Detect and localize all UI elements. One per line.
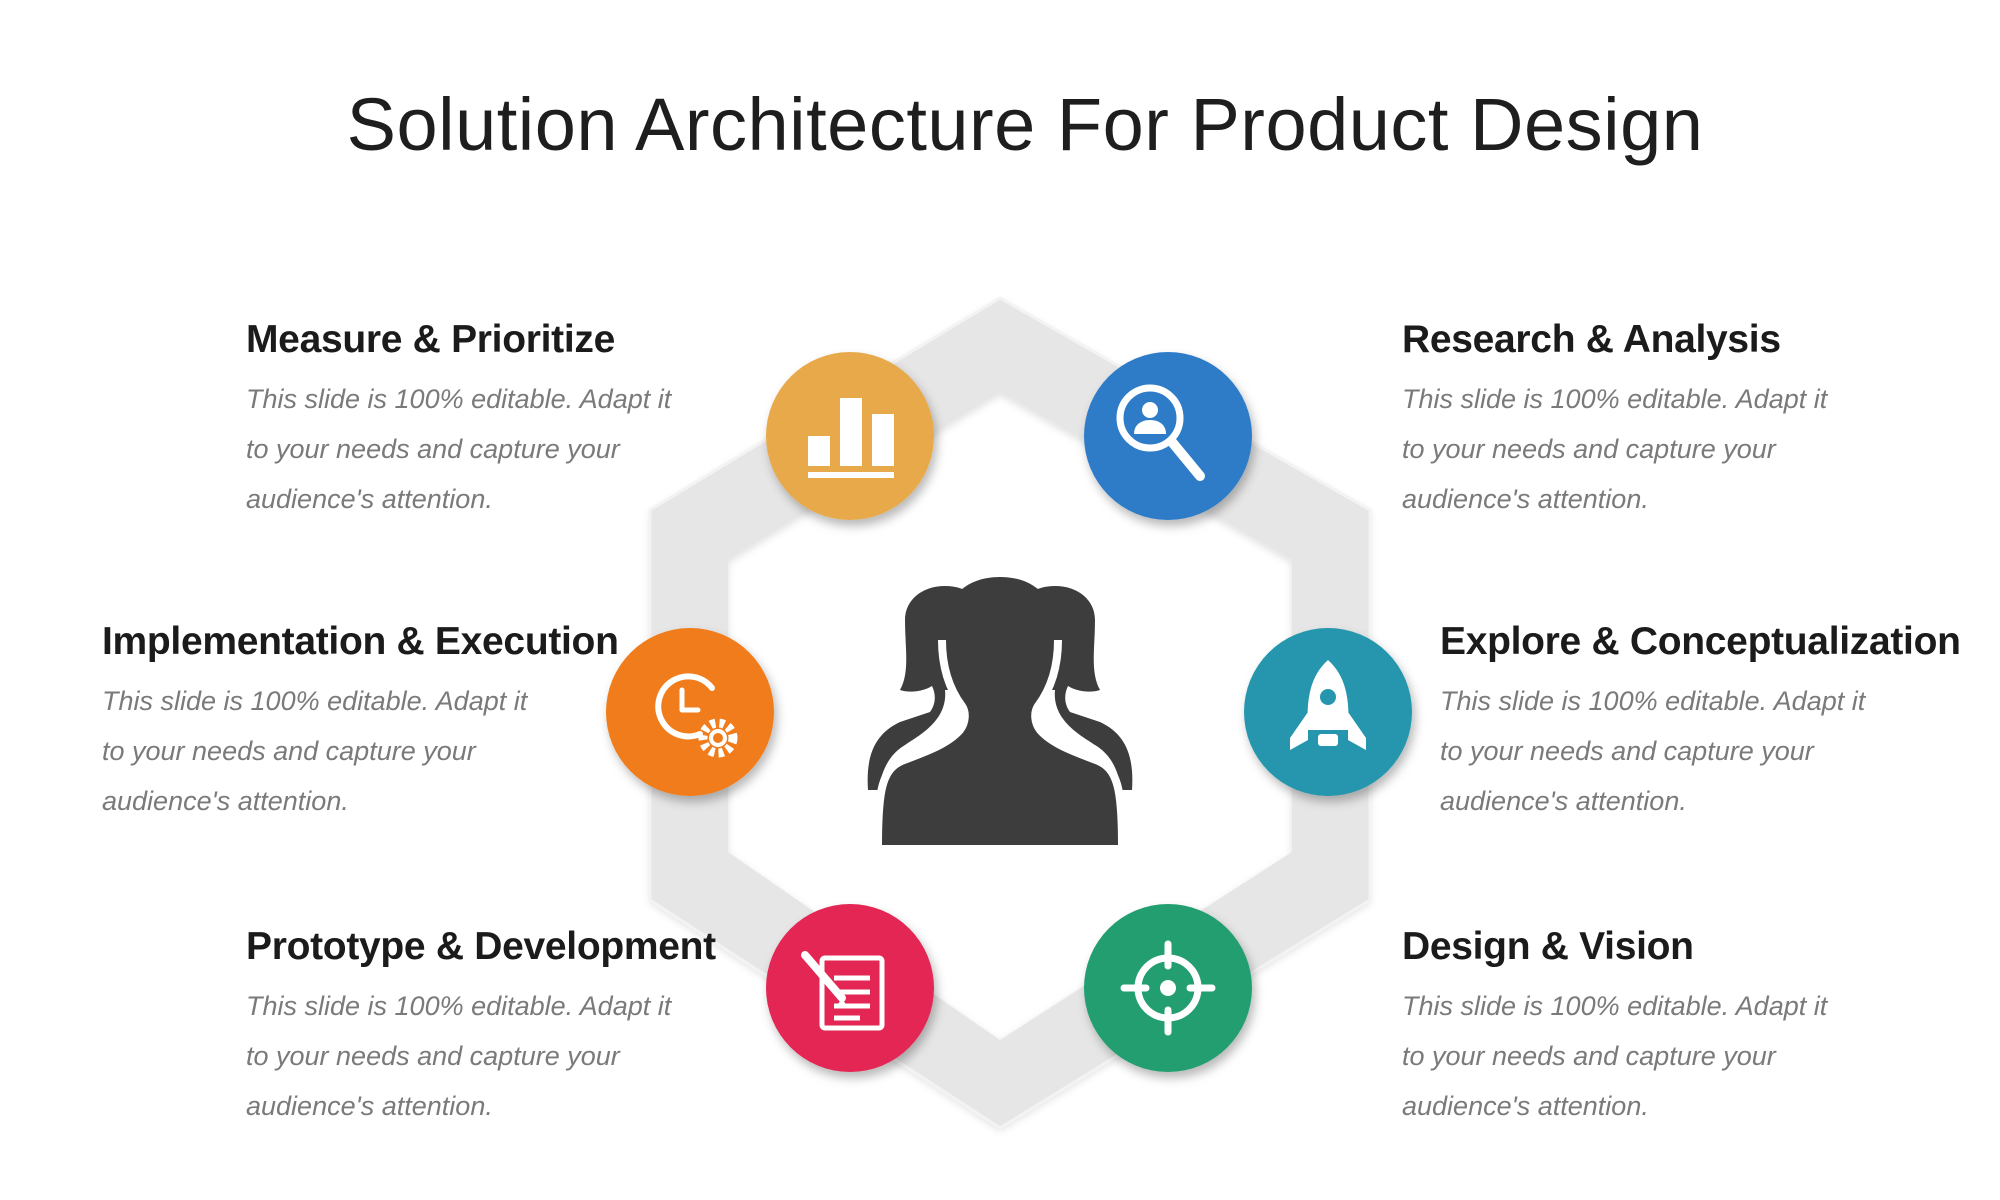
hexagon-ring-highlight xyxy=(648,296,1372,1130)
prototype-development-heading: Prototype & Development xyxy=(246,925,716,968)
design-vision-heading: Design & Vision xyxy=(1402,925,1694,968)
target-icon xyxy=(1120,940,1216,1036)
explore-conceptualization-node xyxy=(1244,628,1412,796)
measure-prioritize-node xyxy=(766,352,934,520)
design-vision-block: Design & Vision This slide is 100% edita… xyxy=(1402,925,1962,1131)
team-people-icon xyxy=(867,577,1133,846)
explore-conceptualization-description: This slide is 100% editable. Adapt it to… xyxy=(1440,686,1866,816)
research-analysis-heading: Research & Analysis xyxy=(1402,318,1781,361)
implementation-execution-description: This slide is 100% editable. Adapt it to… xyxy=(102,686,528,816)
prototype-development-block: Prototype & Development This slide is 10… xyxy=(246,925,806,1131)
design-vision-node xyxy=(1084,904,1252,1072)
notepad-pen-icon xyxy=(801,951,885,1031)
research-analysis-block: Research & Analysis This slide is 100% e… xyxy=(1402,318,1962,524)
measure-prioritize-description: This slide is 100% editable. Adapt it to… xyxy=(246,384,672,514)
explore-conceptualization-block: Explore & Conceptualization This slide i… xyxy=(1440,620,2000,826)
bar-chart-icon xyxy=(808,398,894,478)
clock-gear-icon xyxy=(655,673,738,758)
research-analysis-node xyxy=(1084,352,1252,520)
prototype-development-node xyxy=(766,904,934,1072)
slide-title: Solution Architecture For Product Design xyxy=(346,83,1704,166)
implementation-execution-node xyxy=(606,628,774,796)
explore-conceptualization-heading: Explore & Conceptualization xyxy=(1440,620,1961,663)
measure-prioritize-heading: Measure & Prioritize xyxy=(246,318,615,361)
implementation-execution-heading: Implementation & Execution xyxy=(102,620,619,663)
design-vision-description: This slide is 100% editable. Adapt it to… xyxy=(1402,991,1828,1121)
magnifier-person-icon xyxy=(1116,384,1205,481)
research-analysis-description: This slide is 100% editable. Adapt it to… xyxy=(1402,384,1828,514)
implementation-execution-block: Implementation & Execution This slide is… xyxy=(102,620,662,826)
rocket-icon xyxy=(1290,660,1366,750)
measure-prioritize-block: Measure & Prioritize This slide is 100% … xyxy=(246,318,806,524)
prototype-development-description: This slide is 100% editable. Adapt it to… xyxy=(246,991,672,1121)
